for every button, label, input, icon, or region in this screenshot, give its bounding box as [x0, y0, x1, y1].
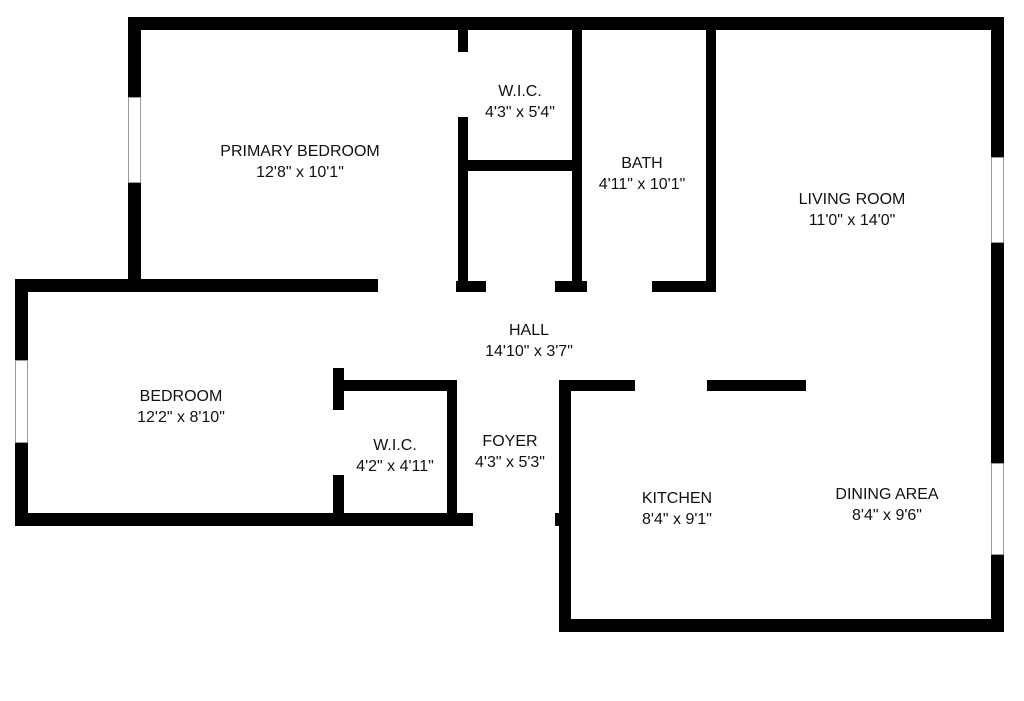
- room-primary-bedroom: PRIMARY BEDROOM 12'8" x 10'1": [220, 141, 379, 183]
- wall: [333, 380, 457, 391]
- room-name: PRIMARY BEDROOM: [220, 143, 380, 160]
- wall: [458, 117, 468, 292]
- wall: [15, 279, 378, 292]
- window: [128, 97, 141, 183]
- wall: [458, 30, 468, 52]
- room-dims: 12'8" x 10'1": [256, 164, 344, 181]
- room-name: FOYER: [482, 433, 538, 450]
- room-bath: BATH 4'11" x 10'1": [599, 153, 686, 195]
- room-name: HALL: [508, 322, 550, 339]
- room-dims: 4'2" x 4'11": [356, 458, 434, 475]
- wall: [572, 30, 582, 292]
- room-dims: 4'11" x 10'1": [598, 176, 686, 193]
- room-name: DINING AREA: [835, 486, 939, 503]
- room-living-room: LIVING ROOM 11'0" x 14'0": [799, 189, 906, 231]
- room-name: LIVING ROOM: [798, 191, 906, 208]
- window: [991, 157, 1004, 243]
- room-name: BEDROOM: [139, 388, 223, 405]
- wall: [456, 281, 486, 292]
- room-dims: 4'3" x 5'4": [485, 104, 555, 121]
- room-wic-bedroom: W.I.C. 4'2" x 4'11": [356, 435, 434, 477]
- room-kitchen: KITCHEN 8'4" x 9'1": [642, 488, 712, 530]
- room-dims: 8'4" x 9'1": [642, 511, 712, 528]
- room-name: KITCHEN: [641, 490, 713, 507]
- wall: [447, 380, 457, 526]
- room-dims: 12'2" x 8'10": [137, 409, 225, 426]
- wall: [707, 380, 806, 391]
- room-name: W.I.C.: [498, 83, 542, 100]
- wall: [559, 381, 571, 632]
- room-name: BATH: [621, 155, 663, 172]
- room-dining-area: DINING AREA 8'4" x 9'6": [835, 484, 938, 526]
- wall: [458, 160, 578, 171]
- room-hall: HALL 14'10" x 3'7": [485, 320, 573, 362]
- room-dims: 4'3" x 5'3": [475, 454, 545, 471]
- wall: [555, 281, 587, 292]
- wall: [128, 17, 1004, 30]
- wall: [333, 475, 344, 526]
- window: [15, 360, 28, 443]
- room-dims: 11'0" x 14'0": [808, 212, 896, 229]
- room-dims: 14'10" x 3'7": [485, 343, 573, 360]
- room-bedroom: BEDROOM 12'2" x 8'10": [137, 386, 225, 428]
- wall: [706, 30, 716, 292]
- wall: [15, 513, 473, 526]
- room-name: W.I.C.: [373, 437, 417, 454]
- wall: [652, 281, 716, 292]
- wall: [559, 380, 635, 391]
- room-wic-primary: W.I.C. 4'3" x 5'4": [485, 81, 555, 123]
- window: [991, 463, 1004, 555]
- room-dims: 8'4" x 9'6": [852, 507, 922, 524]
- wall: [555, 513, 569, 526]
- room-foyer: FOYER 4'3" x 5'3": [475, 431, 545, 473]
- wall: [559, 619, 1004, 632]
